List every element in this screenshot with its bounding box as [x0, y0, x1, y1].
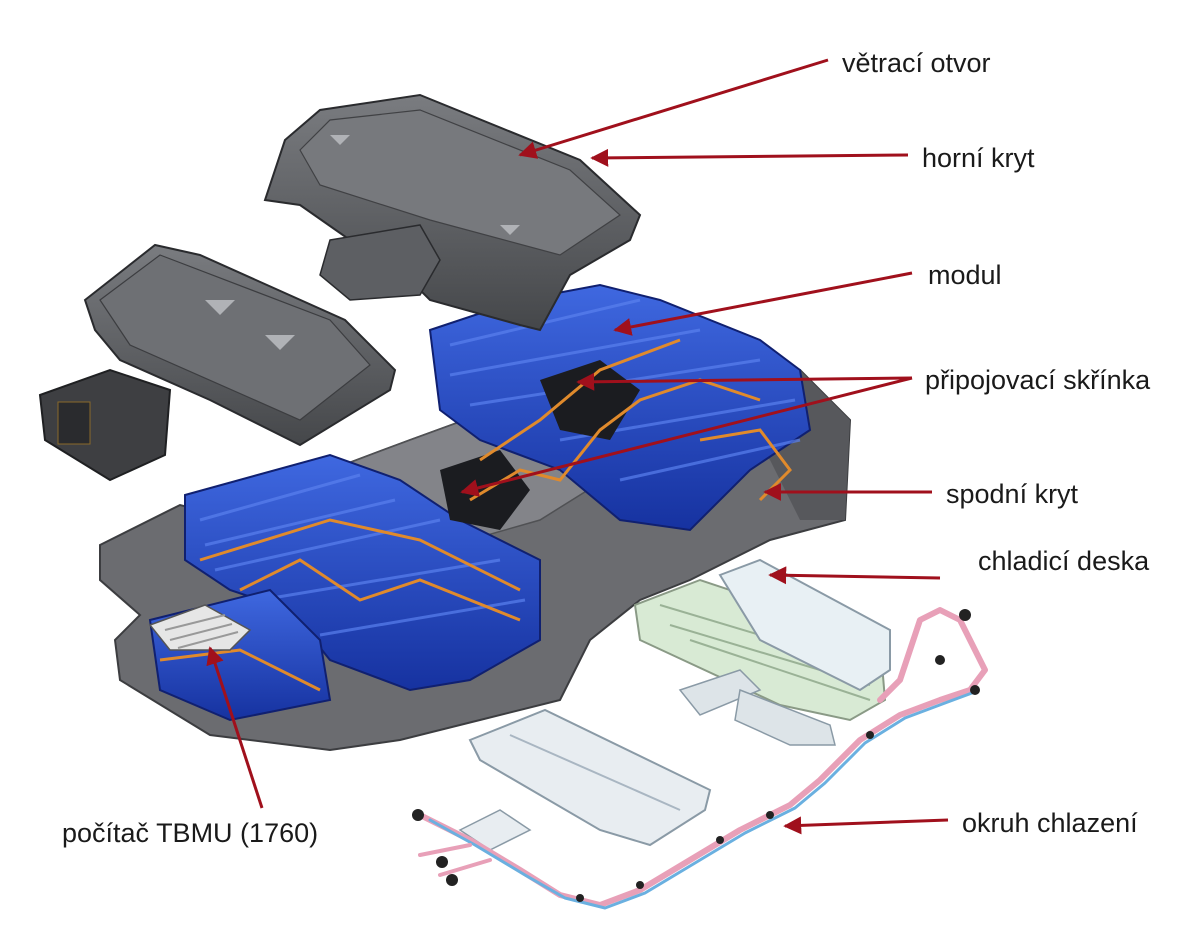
arrow-top-cover	[590, 148, 909, 167]
arrow-junction-box-1	[576, 372, 913, 391]
upper-cover	[263, 93, 642, 332]
cooling-circuit	[412, 607, 988, 910]
label-cooling-plate: chladicí deska	[978, 546, 1150, 576]
tbmu-computer	[148, 604, 252, 651]
label-bottom-cover: spodní kryt	[946, 479, 1079, 509]
arrow-cooling-plate	[768, 566, 941, 585]
cooling-plates	[458, 558, 891, 851]
label-top-cover: horní kryt	[922, 143, 1035, 173]
arrow-junction-box-2	[460, 376, 913, 497]
arrow-cooling-circuit	[783, 816, 949, 835]
battery-modules	[148, 283, 812, 722]
label-tbmu: počítač TBMU (1760)	[62, 818, 319, 848]
label-vent: větrací otvor	[842, 48, 991, 78]
arrow-vent	[518, 58, 829, 159]
label-cooling-circuit: okruh chlazení	[962, 808, 1138, 838]
arrow-module	[613, 271, 913, 336]
label-junction-box: připojovací skřínka	[925, 365, 1151, 395]
callout-arrows	[206, 58, 949, 835]
left-upper-cover	[38, 243, 397, 482]
arrow-tbmu	[206, 646, 264, 809]
label-module: modul	[928, 260, 1002, 290]
